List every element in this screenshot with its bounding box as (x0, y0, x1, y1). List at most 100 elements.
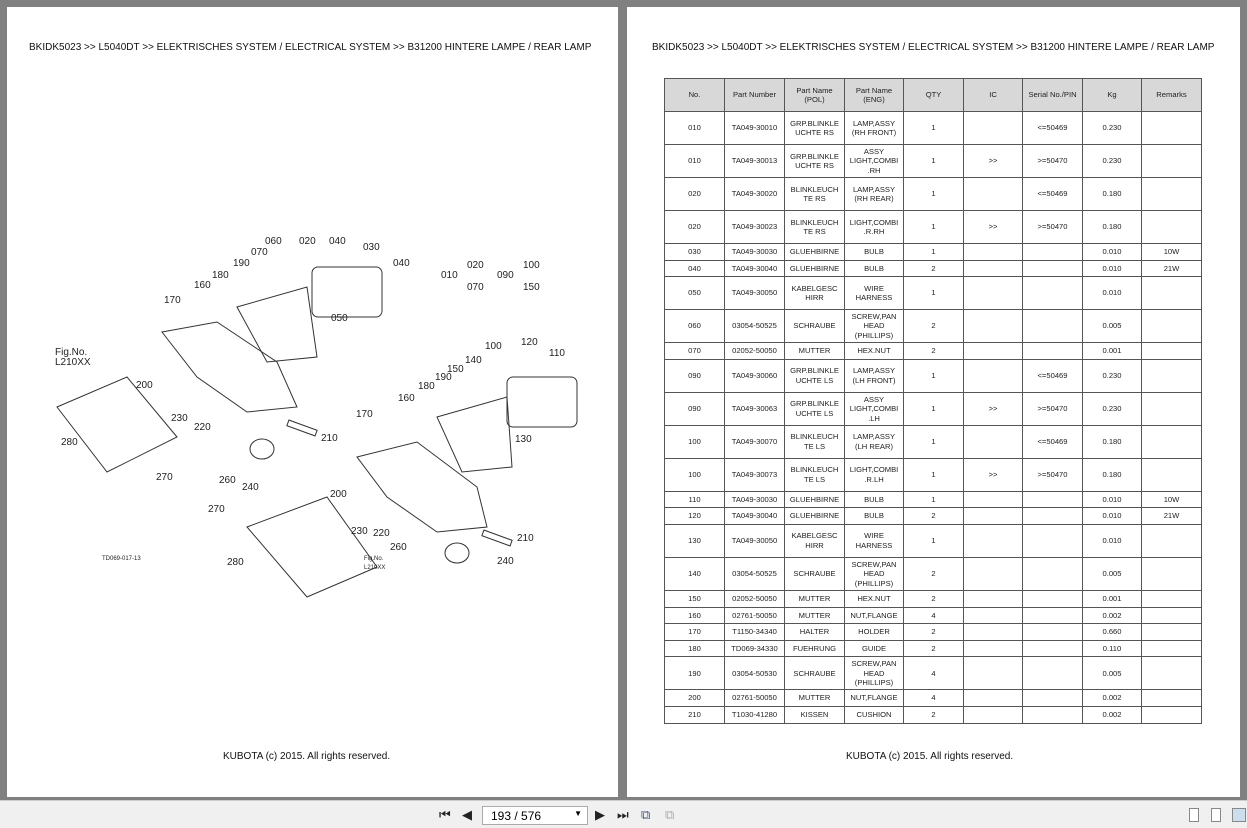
diagram-callout: 270 (156, 472, 173, 483)
page-select-value: 193 / 576 (491, 809, 542, 823)
diagram-callout: TD069-017-13 (102, 556, 141, 562)
table-cell: 2 (903, 639, 964, 658)
fit-width-icon[interactable]: ⧉ (665, 807, 675, 822)
diagram-callout: 090 (497, 270, 514, 281)
table-cell: TA049-30040 (724, 259, 785, 278)
table-cell (1141, 309, 1202, 344)
table-cell: BLINKLEUCH TE LS (784, 457, 845, 492)
diagram-callout: 010 (441, 270, 458, 281)
table-cell: KISSEN (784, 705, 845, 724)
table-cell (1141, 457, 1202, 492)
diagram-callout: 220 (194, 422, 211, 433)
table-cell (1022, 276, 1083, 311)
page-select[interactable]: 193 / 576 ▼ (482, 806, 588, 825)
table-cell: MUTTER (784, 606, 845, 625)
diagram-callout: 110 (549, 348, 565, 359)
table-cell: 100 (664, 457, 725, 492)
diagram-callout: 170 (356, 409, 373, 420)
last-page-button[interactable]: ⏭ (617, 807, 629, 822)
diagram-callout: 240 (242, 482, 259, 493)
table-cell: 0.010 (1082, 490, 1142, 509)
table-cell: <=50469 (1022, 111, 1083, 145)
right-page: BKIDK5023 >> L5040DT >> ELEKTRISCHES SYS… (627, 7, 1240, 797)
column-header: Kg (1082, 78, 1142, 112)
table-cell: ASSY LIGHT,COMBI .LH (844, 391, 904, 426)
table-cell (963, 639, 1023, 658)
table-cell: 4 (903, 656, 964, 691)
table-cell: 2 (903, 309, 964, 344)
table-cell (1022, 259, 1083, 278)
chevron-down-icon: ▼ (574, 809, 582, 818)
table-cell: 2 (903, 705, 964, 724)
table-cell: BLINKLEUCH TE RS (784, 210, 845, 244)
table-cell: CUSHION (844, 705, 904, 724)
table-cell (1141, 705, 1202, 724)
table-cell: GLUEHBIRNE (784, 490, 845, 509)
table-cell: SCREW,PAN HEAD (PHILLIPS) (844, 309, 904, 344)
table-cell: MUTTER (784, 689, 845, 707)
first-page-button[interactable]: ⏮ (439, 807, 451, 822)
table-cell (1022, 589, 1083, 608)
table-cell: GLUEHBIRNE (784, 507, 845, 525)
table-cell (963, 507, 1023, 525)
table-cell: 0.010 (1082, 523, 1142, 558)
table-cell: 0.180 (1082, 177, 1142, 211)
continuous-view-icon[interactable] (1211, 808, 1221, 822)
table-cell (963, 705, 1023, 724)
table-cell: TA049-30013 (724, 144, 785, 178)
table-cell: 02761-50050 (724, 606, 785, 625)
single-page-view-icon[interactable] (1189, 808, 1199, 822)
fit-page-icon[interactable]: ⧉ (641, 807, 651, 822)
left-page: BKIDK5023 >> L5040DT >> ELEKTRISCHES SYS… (7, 7, 618, 797)
table-cell: HEX.NUT (844, 589, 904, 608)
table-cell (1141, 656, 1202, 691)
table-cell: 110 (664, 490, 725, 509)
table-cell (1141, 111, 1202, 145)
column-header: Part Name (ENG) (844, 78, 904, 112)
diagram-callout: 260 (219, 475, 236, 486)
diagram-callout: 150 (447, 364, 464, 375)
table-cell: 1 (903, 358, 964, 393)
column-header: QTY (903, 78, 964, 112)
table-cell: 070 (664, 342, 725, 360)
two-page-view-icon[interactable] (1232, 808, 1246, 822)
previous-page-button[interactable]: ◀ (462, 807, 472, 822)
table-cell (1141, 623, 1202, 641)
diagram-callout: 100 (485, 341, 502, 352)
table-cell: >> (963, 210, 1023, 244)
table-cell (1022, 623, 1083, 641)
table-cell: SCREW,PAN HEAD (PHILLIPS) (844, 556, 904, 591)
table-cell: 1 (903, 490, 964, 509)
next-page-button[interactable]: ▶ (595, 807, 605, 822)
diagram-callout: 180 (212, 270, 229, 281)
table-cell (1022, 309, 1083, 344)
parts-diagram (56, 266, 578, 598)
table-cell: LAMP,ASSY (RH REAR) (844, 177, 904, 211)
copyright-footer: KUBOTA (c) 2015. All rights reserved. (846, 751, 1014, 762)
table-cell: 0.180 (1082, 424, 1142, 459)
table-cell (1141, 342, 1202, 360)
column-header: Part Number (724, 78, 785, 112)
column-header: No. (664, 78, 725, 112)
table-cell (963, 177, 1023, 211)
holder-left (356, 441, 488, 533)
diagram-callout: 200 (330, 489, 347, 500)
diagram-callout: 280 (61, 437, 78, 448)
table-cell: 170 (664, 623, 725, 641)
table-cell: 020 (664, 177, 725, 211)
table-cell: 0.001 (1082, 342, 1142, 360)
diagram-callout: 050 (331, 313, 348, 324)
table-cell (1022, 639, 1083, 658)
table-cell: >> (963, 391, 1023, 426)
table-cell: 1 (903, 210, 964, 244)
table-cell: HALTER (784, 623, 845, 641)
table-cell: BULB (844, 507, 904, 525)
table-cell (963, 424, 1023, 459)
diagram-callout: 270 (208, 504, 225, 515)
table-cell (963, 606, 1023, 625)
